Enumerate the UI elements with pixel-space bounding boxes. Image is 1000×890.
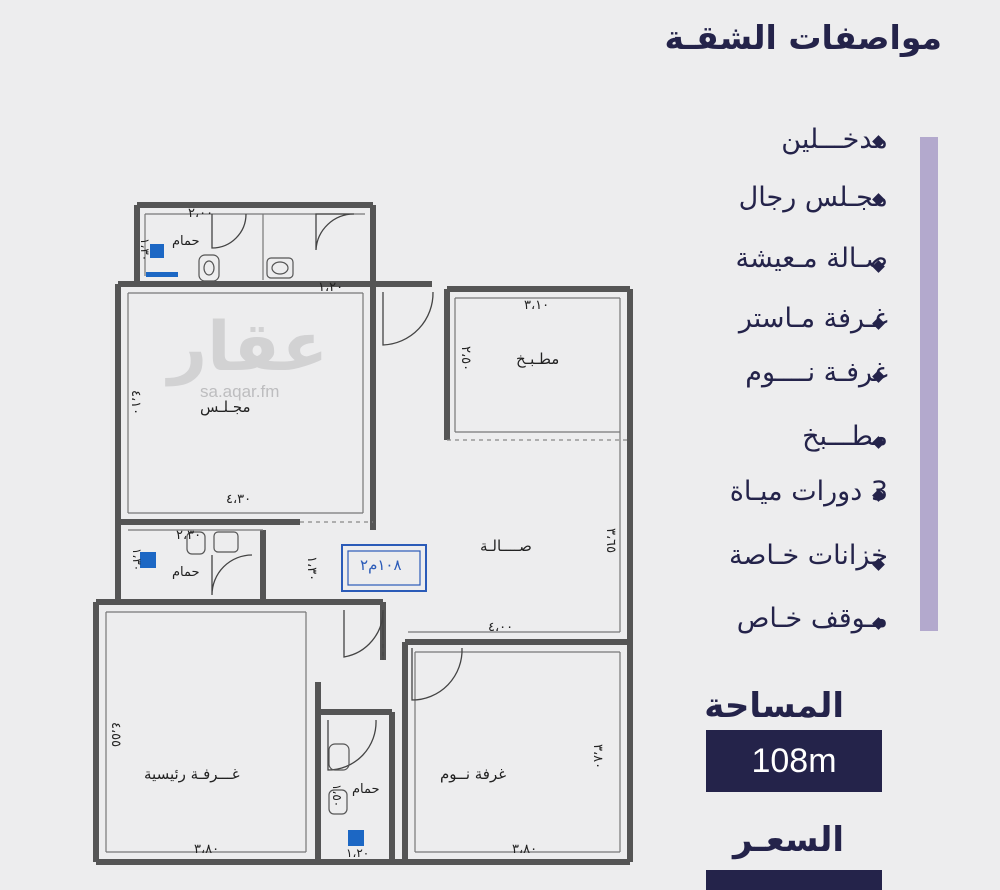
room-label-bath-mid: حمام	[172, 565, 200, 580]
feature-item: مطـــبخ	[802, 421, 888, 452]
feature-item: صـالة مـعيشة	[735, 243, 888, 274]
dim-corridor-width: ١،٣٠	[304, 556, 319, 582]
watermark-url: sa.aqar.fm	[200, 382, 280, 401]
dim-kitchen-width: ٣،١٠	[524, 298, 550, 313]
accent-bar	[920, 137, 938, 631]
watermark-logo: عقار	[168, 308, 329, 387]
dim-bottom-bath-height: ١،٥٠	[330, 784, 344, 808]
feature-item: مـوقف خـاص	[736, 603, 888, 634]
dim-kitchen-height: ٢،٥٠	[458, 346, 473, 372]
dim-bottom-bath-width: ١،٢٠	[346, 846, 370, 860]
dim-hall-height: ٣،٦٥	[603, 528, 618, 554]
dim-majlis-width: ٤،٣٠	[226, 492, 252, 507]
dim-bedroom-height: ٣،٨٠	[590, 744, 605, 770]
room-label-bath-bottom: حمام	[352, 782, 380, 797]
floor-plan	[93, 202, 633, 865]
feature-item: غـرفة مـاستر	[738, 303, 888, 334]
room-label-hall: صــــالـة	[480, 537, 532, 555]
page-title: مواصفات الشقـة	[664, 18, 942, 57]
price-value-box	[706, 870, 882, 890]
area-label: المساحة	[704, 686, 844, 726]
dim-master-height: ٤،٥٥	[108, 722, 123, 748]
room-label-master: غـــرفـة رئيسية	[144, 765, 240, 783]
dim-hall-width: ٤،٠٠	[488, 620, 514, 635]
dim-bedroom-width: ٣،٨٠	[512, 842, 538, 857]
dim-mid-bath-width: ٢،٣٠	[176, 528, 202, 543]
dim-top-bath-height: ١،٣٠	[138, 238, 152, 262]
price-label: السعـر	[733, 820, 844, 860]
dim-majlis-height: ٤،١٠	[128, 390, 143, 416]
feature-item: خزانات خـاصة	[728, 540, 888, 571]
feature-item: مجـلس رجال	[738, 182, 888, 213]
dim-master-width: ٣،٨٠	[194, 842, 220, 857]
dim-top-bath-width: ٢،٠٠	[188, 206, 214, 221]
dim-entry-width: ١،٢٠	[318, 280, 344, 295]
dim-mid-bath-height: ١،٣٠	[130, 548, 144, 572]
room-label-majlis: مجـلـس	[200, 398, 251, 416]
room-label-kitchen: مطـبـخ	[516, 350, 560, 368]
room-label-bath-top: حمام	[172, 234, 200, 249]
feature-item: مدخـــلين	[781, 124, 888, 155]
feature-item: 3 دورات ميـاة	[729, 476, 887, 507]
area-tag: ١٠٨م٢	[360, 556, 402, 574]
room-label-bedroom: غرفة نــوم	[440, 765, 507, 783]
area-value: 108m	[706, 730, 882, 792]
feature-item: غرفـة نــــوم	[745, 357, 888, 388]
plan-labels: مجـلـس مطـبـخ صــــالـة غـــرفـة رئيسية …	[108, 206, 618, 860]
